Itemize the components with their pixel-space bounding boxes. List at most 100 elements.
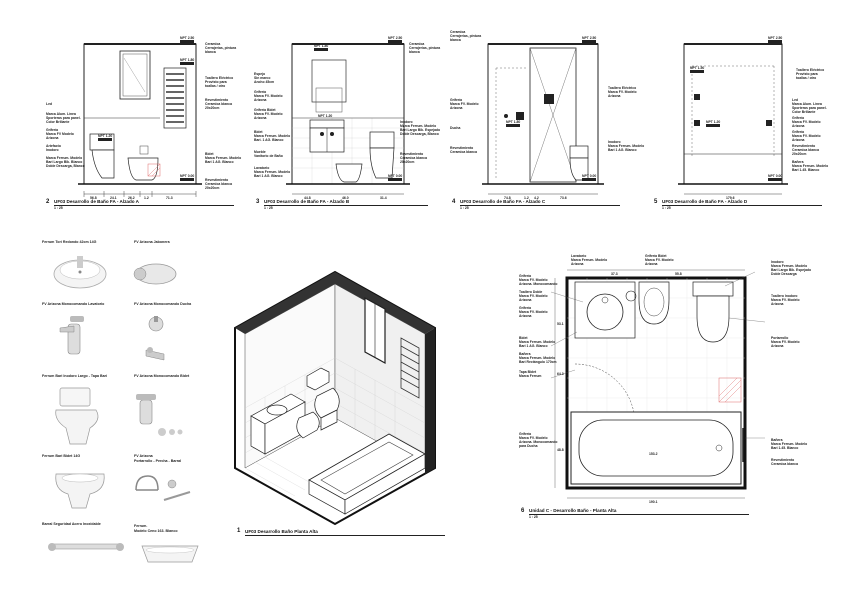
elev-a-label: 20x20cm	[205, 106, 220, 110]
drawing-title: UF03 Desarrollo Baño Planta Alta	[245, 529, 318, 534]
elev-c-label: Marca FV. Modelo	[608, 90, 637, 94]
elev-b-label: Ceramica	[409, 42, 425, 46]
elev-b-label: Lavatorio	[254, 166, 270, 170]
elev-a-label: Marca Ferrum. Modelo	[205, 156, 242, 160]
elev-b-label: Espejo	[254, 72, 266, 76]
title-underline	[662, 205, 822, 206]
drawing-title: UF03 Desarrollo de Baño FA - Alzado A	[54, 199, 139, 204]
elev-a-label: 20x20cm	[205, 186, 220, 190]
elev-b-label: Inodoro	[400, 120, 413, 124]
plan-label: Marca FV. Modelo	[645, 258, 674, 262]
elev-d-label: Marca FV. Modelo	[792, 134, 821, 138]
elev-a-label: Toallero Eléctrico	[205, 76, 234, 80]
level-marker: NPT 2.50	[768, 36, 783, 40]
elev-d-label: Sporteras para panel.	[792, 106, 827, 110]
elev-b-label: Marca Ferrum. Modelo	[254, 170, 291, 174]
elev-b-label: Bari 1 AG. Blanco	[254, 174, 283, 178]
plan-label: Inodoro	[771, 260, 784, 264]
plan-label: Marca FV. Modelo	[771, 298, 800, 302]
elev-b-label: blanca	[409, 50, 420, 54]
elev-d-label: Ceramica blanca	[792, 148, 819, 152]
dimension: 190.1	[649, 500, 658, 504]
elev-c-label: Ducha	[450, 126, 461, 130]
plan-label: Grifería Bidet	[645, 254, 667, 258]
drawing-title: UF03 Desarrollo de Baño FA - Alzado B	[264, 199, 350, 204]
elev-b-label: Bari. 1 AG. Blanco	[254, 138, 284, 142]
isometric-view: 1 UF03 Desarrollo Baño Planta Alta	[225, 258, 465, 548]
plan-label: Bañera	[519, 352, 531, 356]
elev-b-label: Vanitorio de Baño	[254, 154, 283, 158]
plan-label: Bari 1 AG. Blanco	[519, 344, 548, 348]
plan-label: Ceramica blanca	[771, 462, 798, 466]
level-marker: NPT 0.00	[180, 174, 195, 178]
elev-b-label: Marca Ferrum. Modelo	[254, 134, 291, 138]
plan-label: Marca Ferrum. Modelo	[519, 340, 556, 344]
elev-c-label: Toallero Eléctrico	[608, 86, 637, 90]
elev-a-label: Cerrajerias, pintura	[205, 46, 237, 50]
level-marker: NPT 1.80	[180, 58, 195, 62]
elev-c-label: Ceramica blanca	[450, 150, 477, 154]
dimension: 153.2	[649, 452, 658, 456]
dimension: 55.8	[675, 272, 682, 276]
dimension: 56.8	[90, 196, 97, 200]
plan-label: Bidet	[519, 336, 528, 340]
elev-a-label: Provisto para	[205, 80, 227, 84]
elev-a-label: blanca	[205, 50, 216, 54]
dimension: 4.2	[534, 196, 539, 200]
elev-a-label: toallas / otro	[205, 84, 226, 88]
catalog-item-label: FV Arizona Monocomando Bidet	[134, 374, 190, 378]
elevation-d-drawing	[678, 40, 788, 195]
elev-d-label: Marca FV. Modelo	[792, 120, 821, 124]
elev-b-label: Doble Descarga, Blanco	[400, 132, 439, 136]
elev-a-label: Artefacto	[46, 144, 61, 148]
elev-a-label: Sporteras para panel.	[46, 116, 81, 120]
drawing-scale: 1 : 25	[54, 206, 63, 210]
level-marker: NPT 1.50	[690, 66, 705, 70]
plan-label: para Ducha	[519, 444, 538, 448]
plan-label: Grifería	[519, 274, 532, 278]
shower-tap-image	[145, 316, 165, 361]
elev-c-label: Arizona	[608, 94, 621, 98]
level-marker: NPT 1.20	[706, 120, 721, 124]
elev-a-label: Marca Ferrum. Modelo	[46, 156, 83, 160]
plan-label: Portarrollo	[771, 336, 789, 340]
plan-label: Marca Ferrum. Modelo	[771, 264, 808, 268]
plan-label: Bari Rectángulo 170cm	[519, 360, 557, 364]
plan-label: Grifería	[519, 432, 532, 436]
drawing-number: 5	[654, 199, 658, 205]
catalog-item-label: Modelo Ceno 163. Blanco	[134, 529, 178, 533]
elev-a-label: Revestimiento	[205, 178, 229, 182]
toilet-image	[55, 387, 99, 445]
plan-label: Arizona. Monocomando	[519, 282, 558, 286]
elev-d-label: Arizona	[792, 124, 805, 128]
elev-c-label: Marca Ferrum. Modelo	[608, 144, 645, 148]
catalog-item-label: FV Arizona	[134, 454, 153, 458]
grab-bar-image	[48, 543, 124, 551]
elev-d-label: Revestimiento	[792, 144, 816, 148]
elevation-a-drawing	[78, 40, 202, 197]
plan-label: Marca FV. Modelo	[519, 436, 548, 440]
elev-d-label: Grifería	[792, 116, 805, 120]
elev-c-label: blanca	[450, 38, 461, 42]
elev-d-label: Bari 1.45. Blanco	[792, 168, 820, 172]
elevation-d: Toallero Eléctrico Provisto para toallas…	[650, 28, 830, 218]
elev-a-label: Bari 1 AG. Blanco	[205, 160, 234, 164]
elevation-c: Ceramica Cerrajerias, pintura blanca Toa…	[448, 28, 644, 218]
plan-label: Arizona	[571, 262, 584, 266]
plan-label: Marca FV. Modelo	[519, 310, 548, 314]
plan-label: Marca FV. Modelo	[519, 294, 548, 298]
catalog-item-label: FV Arizona Monocomando Lavatorio	[42, 302, 105, 306]
elev-c-label: Revestimiento	[450, 146, 474, 150]
elev-b-label: Sin marco	[254, 76, 271, 80]
plan-label: Marca FV. Modelo	[519, 278, 548, 282]
elev-c-label: Bari 1 AG. Blanco	[608, 148, 637, 152]
title-underline	[245, 535, 445, 536]
dimension: 179.6	[726, 196, 735, 200]
plan-label: Bari 1.45. Blanco	[771, 446, 799, 450]
elev-a-label: Grifería	[46, 128, 59, 132]
title-underline	[529, 514, 749, 515]
dimension: 26.2	[128, 196, 135, 200]
elev-b-label: Grifería Bidet	[254, 108, 276, 112]
isometric-drawing	[234, 270, 436, 526]
elev-a-label: Bari Largo Blk. Blanco	[46, 160, 83, 164]
